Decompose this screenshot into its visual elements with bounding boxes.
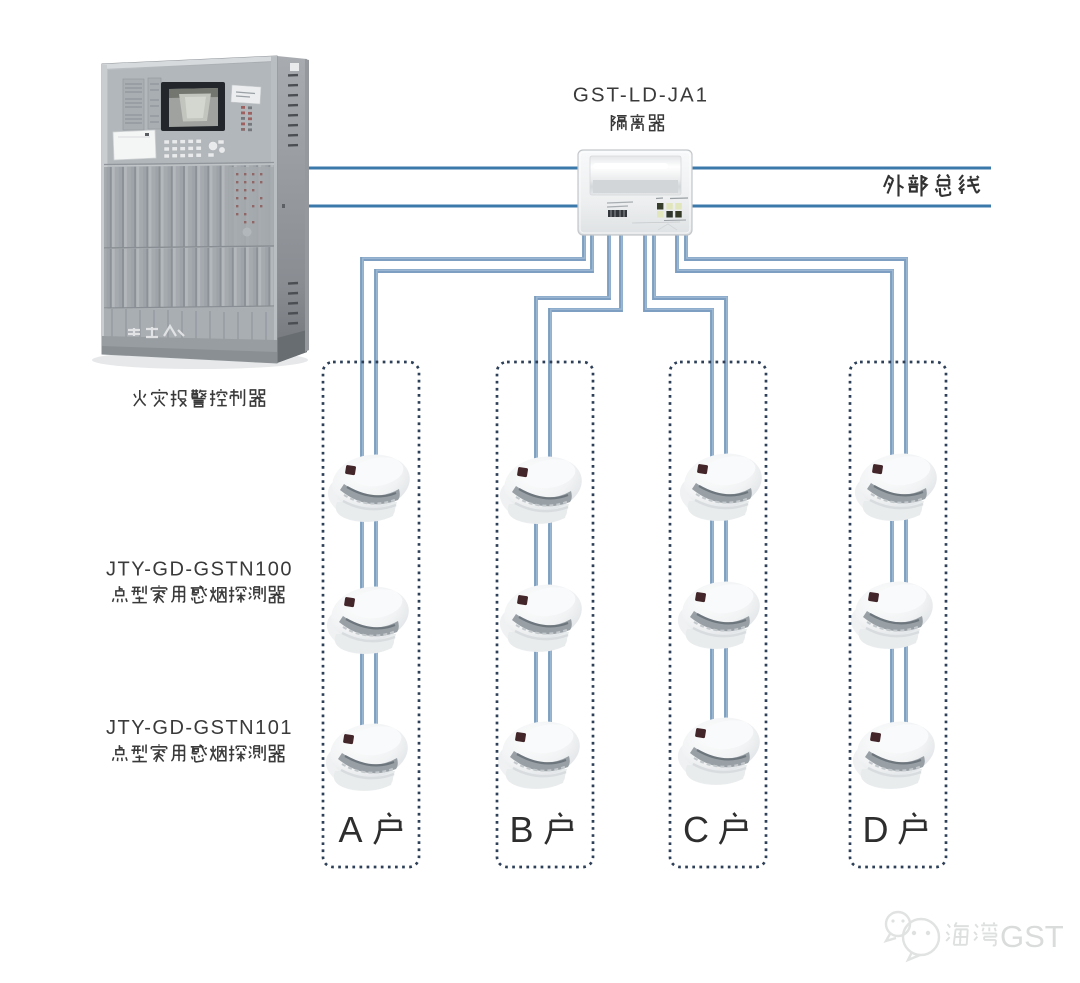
svg-text:JTY-GD-GSTN101: JTY-GD-GSTN101 [106, 717, 293, 739]
svg-text:GST-LD-JA1: GST-LD-JA1 [573, 84, 709, 107]
svg-text:B: B [509, 809, 533, 850]
svg-text:D: D [863, 809, 889, 850]
svg-text:C: C [683, 809, 709, 850]
svg-text:GST: GST [1000, 919, 1064, 954]
svg-text:JTY-GD-GSTN100: JTY-GD-GSTN100 [106, 559, 293, 581]
svg-text:A: A [338, 809, 362, 850]
